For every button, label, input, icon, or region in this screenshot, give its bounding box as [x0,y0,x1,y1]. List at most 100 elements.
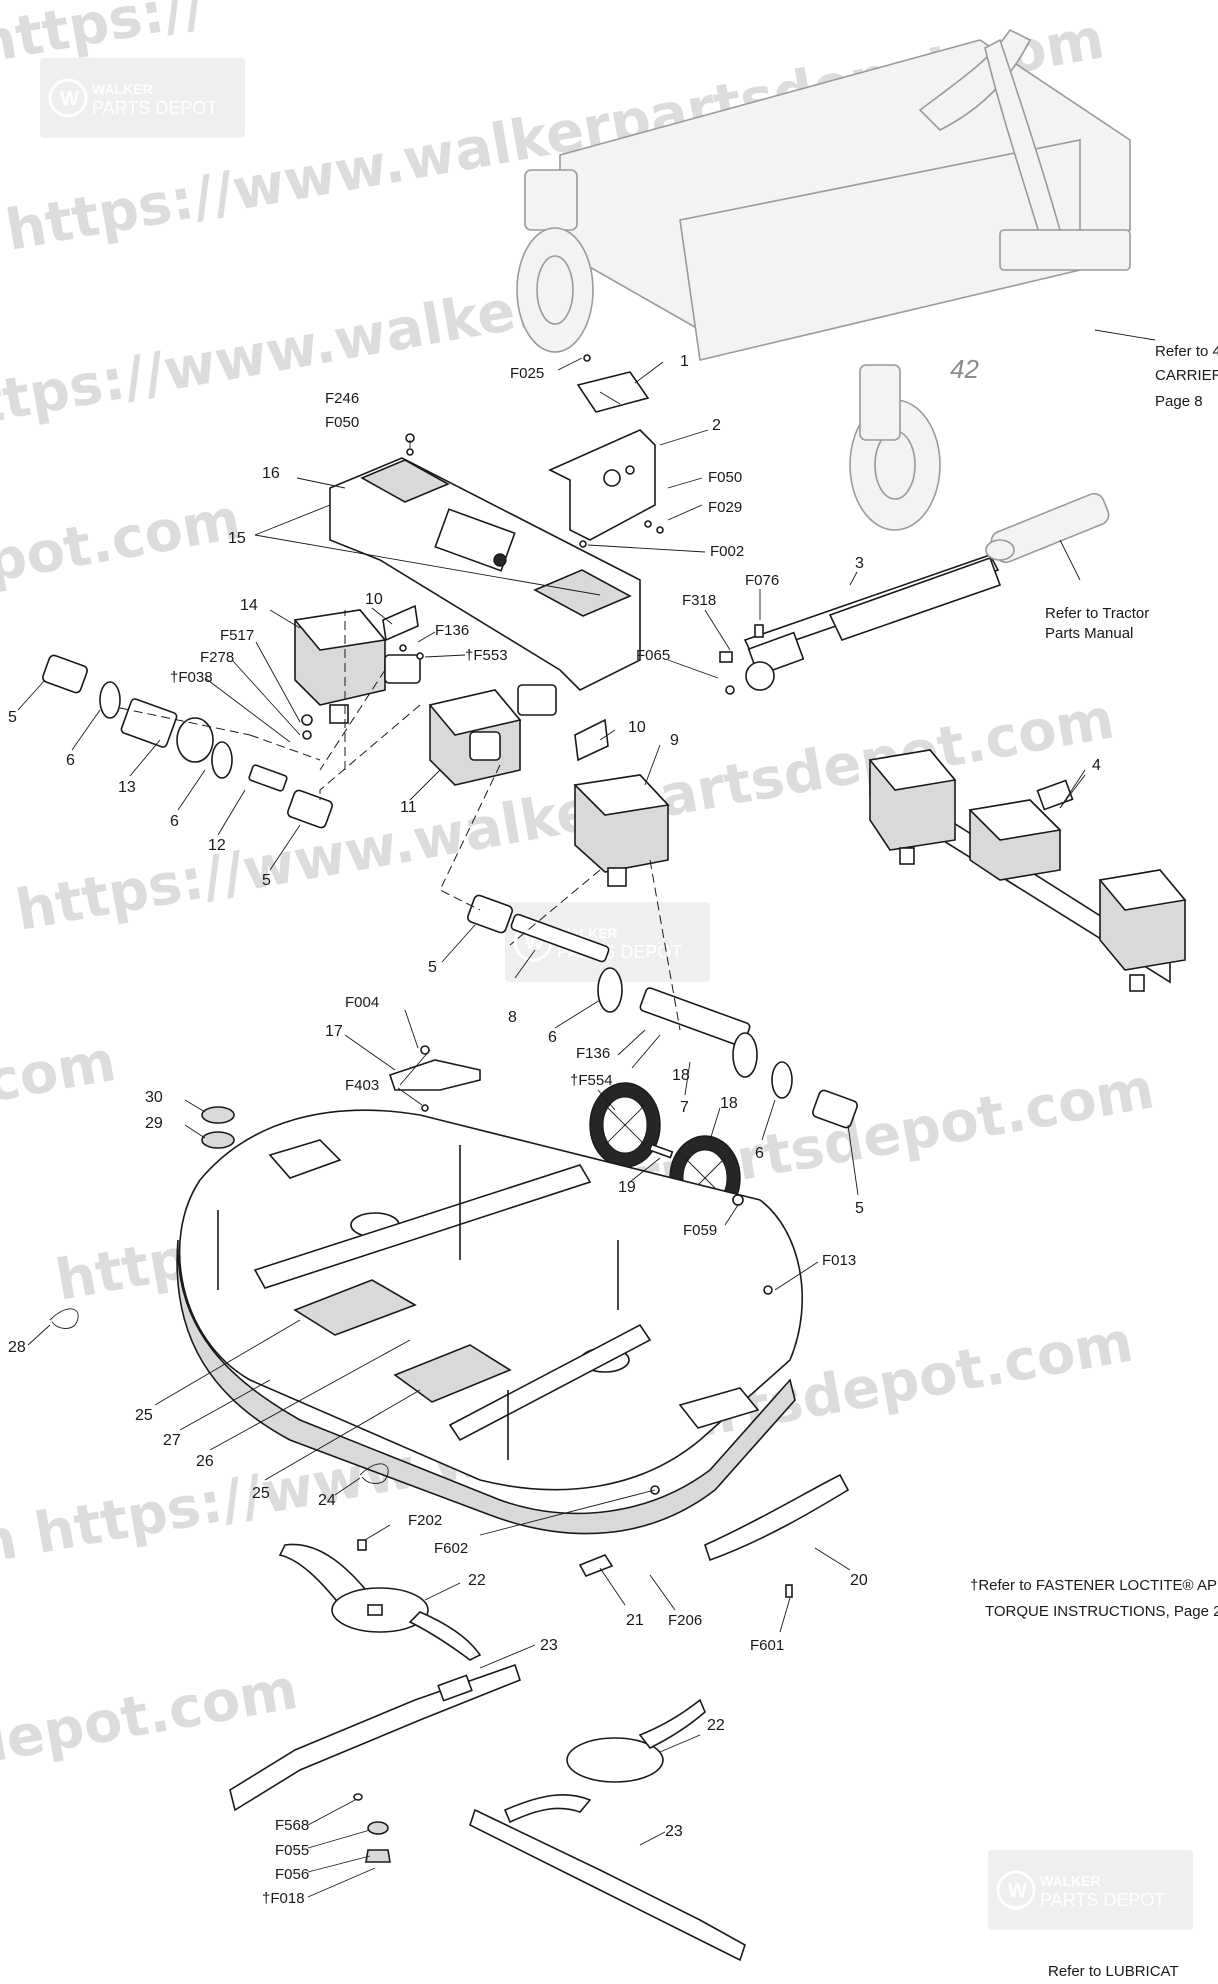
callout-24: 24 [318,1492,336,1509]
carrier-frame-reference: 42 [516,28,1131,531]
callout-f202: F202 [408,1512,442,1529]
logo-brand: WALKER [92,81,153,97]
callout-f013: F013 [822,1252,856,1269]
callout-6: 6 [66,752,75,769]
callout-f050: F050 [708,469,742,486]
callout-f136: F136 [435,622,469,639]
callout-f246: F246 [325,390,359,407]
blade-bolt-stack [353,1793,391,1863]
reference-carrier-line1: Refer to 42 [1155,343,1218,360]
reference-carrier-line3: Page 8 [1155,393,1203,410]
callout-18: 18 [672,1067,690,1084]
part-22-blade-hub [503,1698,706,1824]
svg-text:W: W [60,88,79,110]
callout-f059: F059 [683,1222,717,1239]
callout-20: 20 [850,1572,868,1589]
callout-16: 16 [262,465,280,482]
part-9-gearbox [573,774,670,887]
part-28-hitch-pin [49,1308,79,1329]
part-22-blade-hub [278,1543,482,1661]
callout-7: 7 [680,1099,689,1116]
callout-10: 10 [628,719,646,736]
reference-carrier-line2: CARRIER [1155,367,1218,384]
part-20-baffle [704,1473,850,1562]
logo-brand: WALKER [1040,1873,1101,1889]
callout-15: 15 [228,530,246,547]
callout-5: 5 [8,709,17,726]
callout-f056: F056 [275,1866,309,1883]
callout-6: 6 [548,1029,557,1046]
callout-19: 19 [618,1179,636,1196]
reference-tractor-line1: Refer to Tractor [1045,605,1149,622]
callout-f065: F065 [636,647,670,664]
callout-1: 1 [680,353,689,370]
callout-f029: F029 [708,499,742,516]
callout-4: 4 [1092,757,1101,774]
callout-26: 26 [196,1453,214,1470]
callout-f206: F206 [668,1612,702,1629]
logo-name: PARTS DEPOT [92,98,217,118]
part-18-pulley [589,1082,661,1168]
callout-9: 9 [670,732,679,749]
callout-14: 14 [240,597,258,614]
callout-f568: F568 [275,1817,309,1834]
callout-22: 22 [468,1572,486,1589]
walker-parts-depot-logo: W WALKER PARTS DEPOT [988,1850,1193,1930]
callout-f553: †F553 [465,647,508,664]
callout-f076: F076 [745,572,779,589]
assembly-dashed-lines [119,610,681,1031]
part-16-top-cover [329,457,641,691]
svg-text:W: W [1008,1880,1027,1902]
reference-lubrication: Refer to LUBRICAT [1048,1963,1179,1980]
part-4-gearbox-assembly [868,749,1187,992]
callout-f038: †F038 [170,669,213,686]
callout-2: 2 [712,417,721,434]
callout-f055: F055 [275,1842,309,1859]
mower-deck-housing [176,1109,803,1535]
part-2-guard-bracket [548,429,656,541]
watermark-url: depot.com [0,1657,302,1779]
part-10-bracket [382,604,419,642]
fastener-hardware [301,354,793,1598]
callout-12: 12 [208,837,226,854]
part-23-blade [229,1663,521,1812]
callout-f602: F602 [434,1540,468,1557]
callout-5: 5 [428,959,437,976]
callout-f403: F403 [345,1077,379,1094]
reference-tractor-line2: Parts Manual [1045,625,1133,642]
callout-23: 23 [540,1637,558,1654]
callout-6: 6 [170,813,179,830]
callout-18: 18 [720,1095,738,1112]
callout-labels: Refer to 42 CARRIER Page 8 Refer to Trac… [8,343,1218,1980]
callout-f318: F318 [682,592,716,609]
callout-leader-lines [17,329,1156,1898]
deck-model-decal: 42 [950,354,979,384]
callout-f050: F050 [325,414,359,431]
callout-f278: F278 [200,649,234,666]
callout-f517: F517 [220,627,254,644]
callout-8: 8 [508,1009,517,1026]
callout-f136: F136 [576,1045,610,1062]
callout-f025: F025 [510,365,544,382]
part-3-driveshaft [743,492,1110,691]
callout-5: 5 [855,1200,864,1217]
watermark-url: ttps://www.walker [0,274,548,438]
callout-f018: †F018 [262,1890,305,1907]
callout-f004: F004 [345,994,379,1011]
callout-3: 3 [855,555,864,572]
callout-11: 11 [400,799,417,816]
callout-25: 25 [135,1407,153,1424]
part-17-bracket [388,1049,481,1091]
part-1-hinge-plate [576,371,650,413]
callout-30: 30 [145,1089,163,1106]
part-29-30-spacers [201,1106,235,1149]
callout-21: 21 [626,1612,644,1629]
callout-5: 5 [262,872,271,889]
callout-25: 25 [252,1485,270,1502]
callout-f002: F002 [710,543,744,560]
callout-6: 6 [755,1145,764,1162]
callout-f554: †F554 [570,1072,613,1089]
logo-name: PARTS DEPOT [1040,1890,1165,1910]
callout-10: 10 [365,591,383,608]
